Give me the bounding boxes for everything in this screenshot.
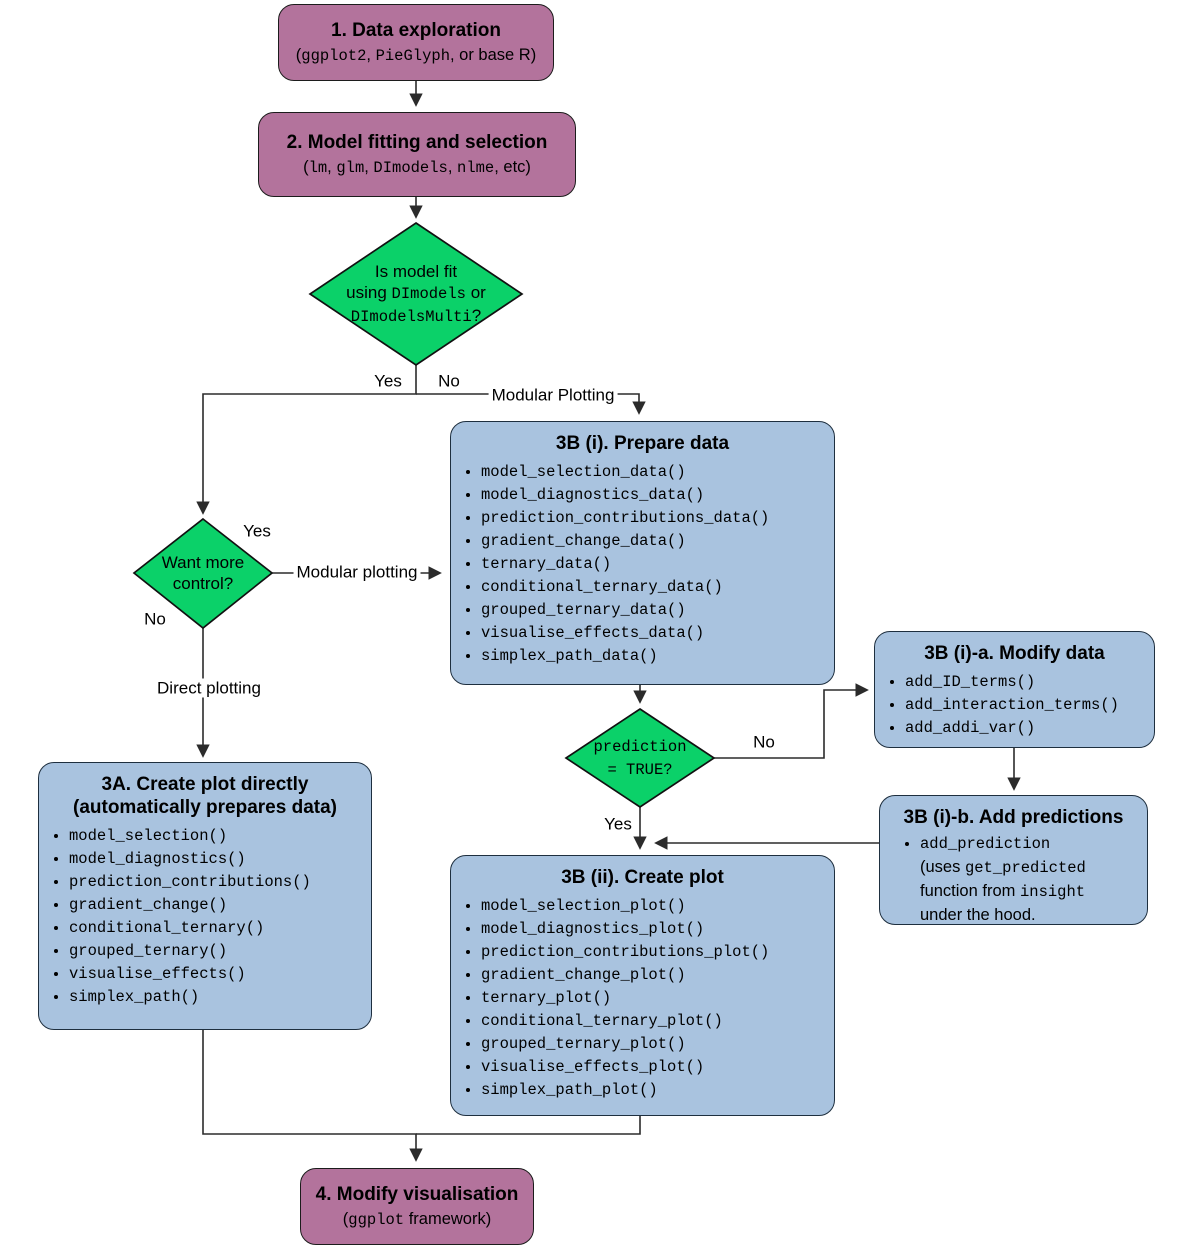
- edge-label-yes: Yes: [371, 371, 405, 391]
- edge-3a-step4: [202, 1030, 423, 1162]
- list-item: prediction_contributions_plot(): [481, 941, 834, 964]
- function-list: add_prediction: [886, 833, 1147, 856]
- node-create-plot: 3B (ii). Create plot model_selection_plo…: [450, 855, 835, 1116]
- node-modify-visualisation: 4. Modify visualisation (ggplot framewor…: [300, 1168, 534, 1245]
- edge-label-modular-plotting-top: Modular Plotting: [488, 385, 618, 405]
- node-modify-data: 3B (i)-a. Modify data add_ID_terms()add_…: [874, 631, 1155, 748]
- edge-3bii-step4: [416, 1116, 641, 1135]
- list-item: add_interaction_terms(): [905, 694, 1154, 717]
- list-item: gradient_change_plot(): [481, 964, 834, 987]
- list-item: add_ID_terms(): [905, 671, 1154, 694]
- list-item: conditional_ternary_plot(): [481, 1010, 834, 1033]
- list-item: grouped_ternary_plot(): [481, 1033, 834, 1056]
- node-create-plot-directly: 3A. Create plot directly (automatically …: [38, 762, 372, 1030]
- edge-label-no: No: [435, 371, 463, 391]
- decision-model-fit-diamond: [308, 221, 524, 367]
- list-item: conditional_ternary_data(): [481, 576, 834, 599]
- text-line: under the hood.: [920, 906, 1036, 924]
- node-title: 3B (i)-b. Add predictions: [903, 807, 1124, 828]
- list-item: grouped_ternary(): [69, 940, 371, 963]
- list-item: model_diagnostics(): [69, 848, 371, 871]
- list-item: conditional_ternary(): [69, 917, 371, 940]
- node-add-predictions: 3B (i)-b. Add predictions add_prediction…: [879, 795, 1148, 925]
- node-model-fitting: 2. Model fitting and selection (lm, glm,…: [258, 112, 576, 197]
- text-line: function from insight: [920, 882, 1086, 901]
- list-item: simplex_path_plot(): [481, 1079, 834, 1102]
- list-item: visualise_effects_data(): [481, 622, 834, 645]
- list-item: gradient_change_data(): [481, 530, 834, 553]
- node-body: add_prediction (uses get_predictedfuncti…: [880, 833, 1147, 927]
- list-item: simplex_path_data(): [481, 645, 834, 668]
- edge-decision3-no: [714, 683, 869, 759]
- list-item: model_selection_data(): [481, 461, 834, 484]
- list-item: add_prediction: [920, 833, 1147, 856]
- node-title-line2: (automatically prepares data): [73, 797, 337, 818]
- list-item: prediction_contributions_data(): [481, 507, 834, 530]
- list-item: add_addi_var(): [905, 717, 1154, 740]
- node-title: 3B (ii). Create plot: [561, 867, 724, 888]
- function-list: model_selection_plot()model_diagnostics_…: [451, 895, 834, 1102]
- text-line: (uses get_predicted: [920, 858, 1086, 877]
- node-title: 1. Data exploration: [331, 20, 501, 41]
- edge-label-no: No: [141, 609, 169, 629]
- list-item: visualise_effects(): [69, 963, 371, 986]
- edge-label-yes: Yes: [240, 521, 274, 541]
- list-item: ternary_plot(): [481, 987, 834, 1010]
- list-item: gradient_change(): [69, 894, 371, 917]
- node-subtitle: (ggplot framework): [342, 1210, 492, 1229]
- node-title: 3B (i). Prepare data: [555, 433, 730, 454]
- node-title: 4. Modify visualisation: [315, 1184, 519, 1205]
- node-title: 2. Model fitting and selection: [286, 132, 548, 153]
- list-item: grouped_ternary_data(): [481, 599, 834, 622]
- list-item: ternary_data(): [481, 553, 834, 576]
- list-item: visualise_effects_plot(): [481, 1056, 834, 1079]
- list-item: model_diagnostics_data(): [481, 484, 834, 507]
- node-title-line1: 3A. Create plot directly: [101, 774, 309, 795]
- edge-decision1-yes: [196, 365, 417, 515]
- edge-label-yes: Yes: [601, 814, 635, 834]
- node-subtitle: (ggplot2, PieGlyph, or base R): [295, 46, 537, 65]
- edge-label-direct-plotting: Direct plotting: [154, 678, 264, 698]
- node-prepare-data: 3B (i). Prepare data model_selection_dat…: [450, 421, 835, 685]
- list-item: model_diagnostics_plot(): [481, 918, 834, 941]
- list-item: model_selection(): [69, 825, 371, 848]
- function-list: add_ID_terms()add_interaction_terms()add…: [875, 671, 1154, 740]
- function-list: model_selection()model_diagnostics()pred…: [39, 825, 371, 1009]
- node-subtitle: (lm, glm, DImodels, nlme, etc): [303, 158, 531, 177]
- decision-prediction-diamond: [564, 707, 716, 809]
- list-item: model_selection_plot(): [481, 895, 834, 918]
- edge-label-no: No: [750, 732, 778, 752]
- edge-label-modular-plotting: Modular plotting: [293, 562, 421, 582]
- node-title: 3B (i)-a. Modify data: [924, 643, 1105, 664]
- annotation-text: (uses get_predicted function from insight…: [886, 856, 1147, 927]
- decision-control-diamond: [132, 517, 274, 630]
- node-data-exploration: 1. Data exploration (ggplot2, PieGlyph, …: [278, 4, 554, 81]
- list-item: simplex_path(): [69, 986, 371, 1009]
- function-list: model_selection_data()model_diagnostics_…: [451, 461, 834, 668]
- list-item: prediction_contributions(): [69, 871, 371, 894]
